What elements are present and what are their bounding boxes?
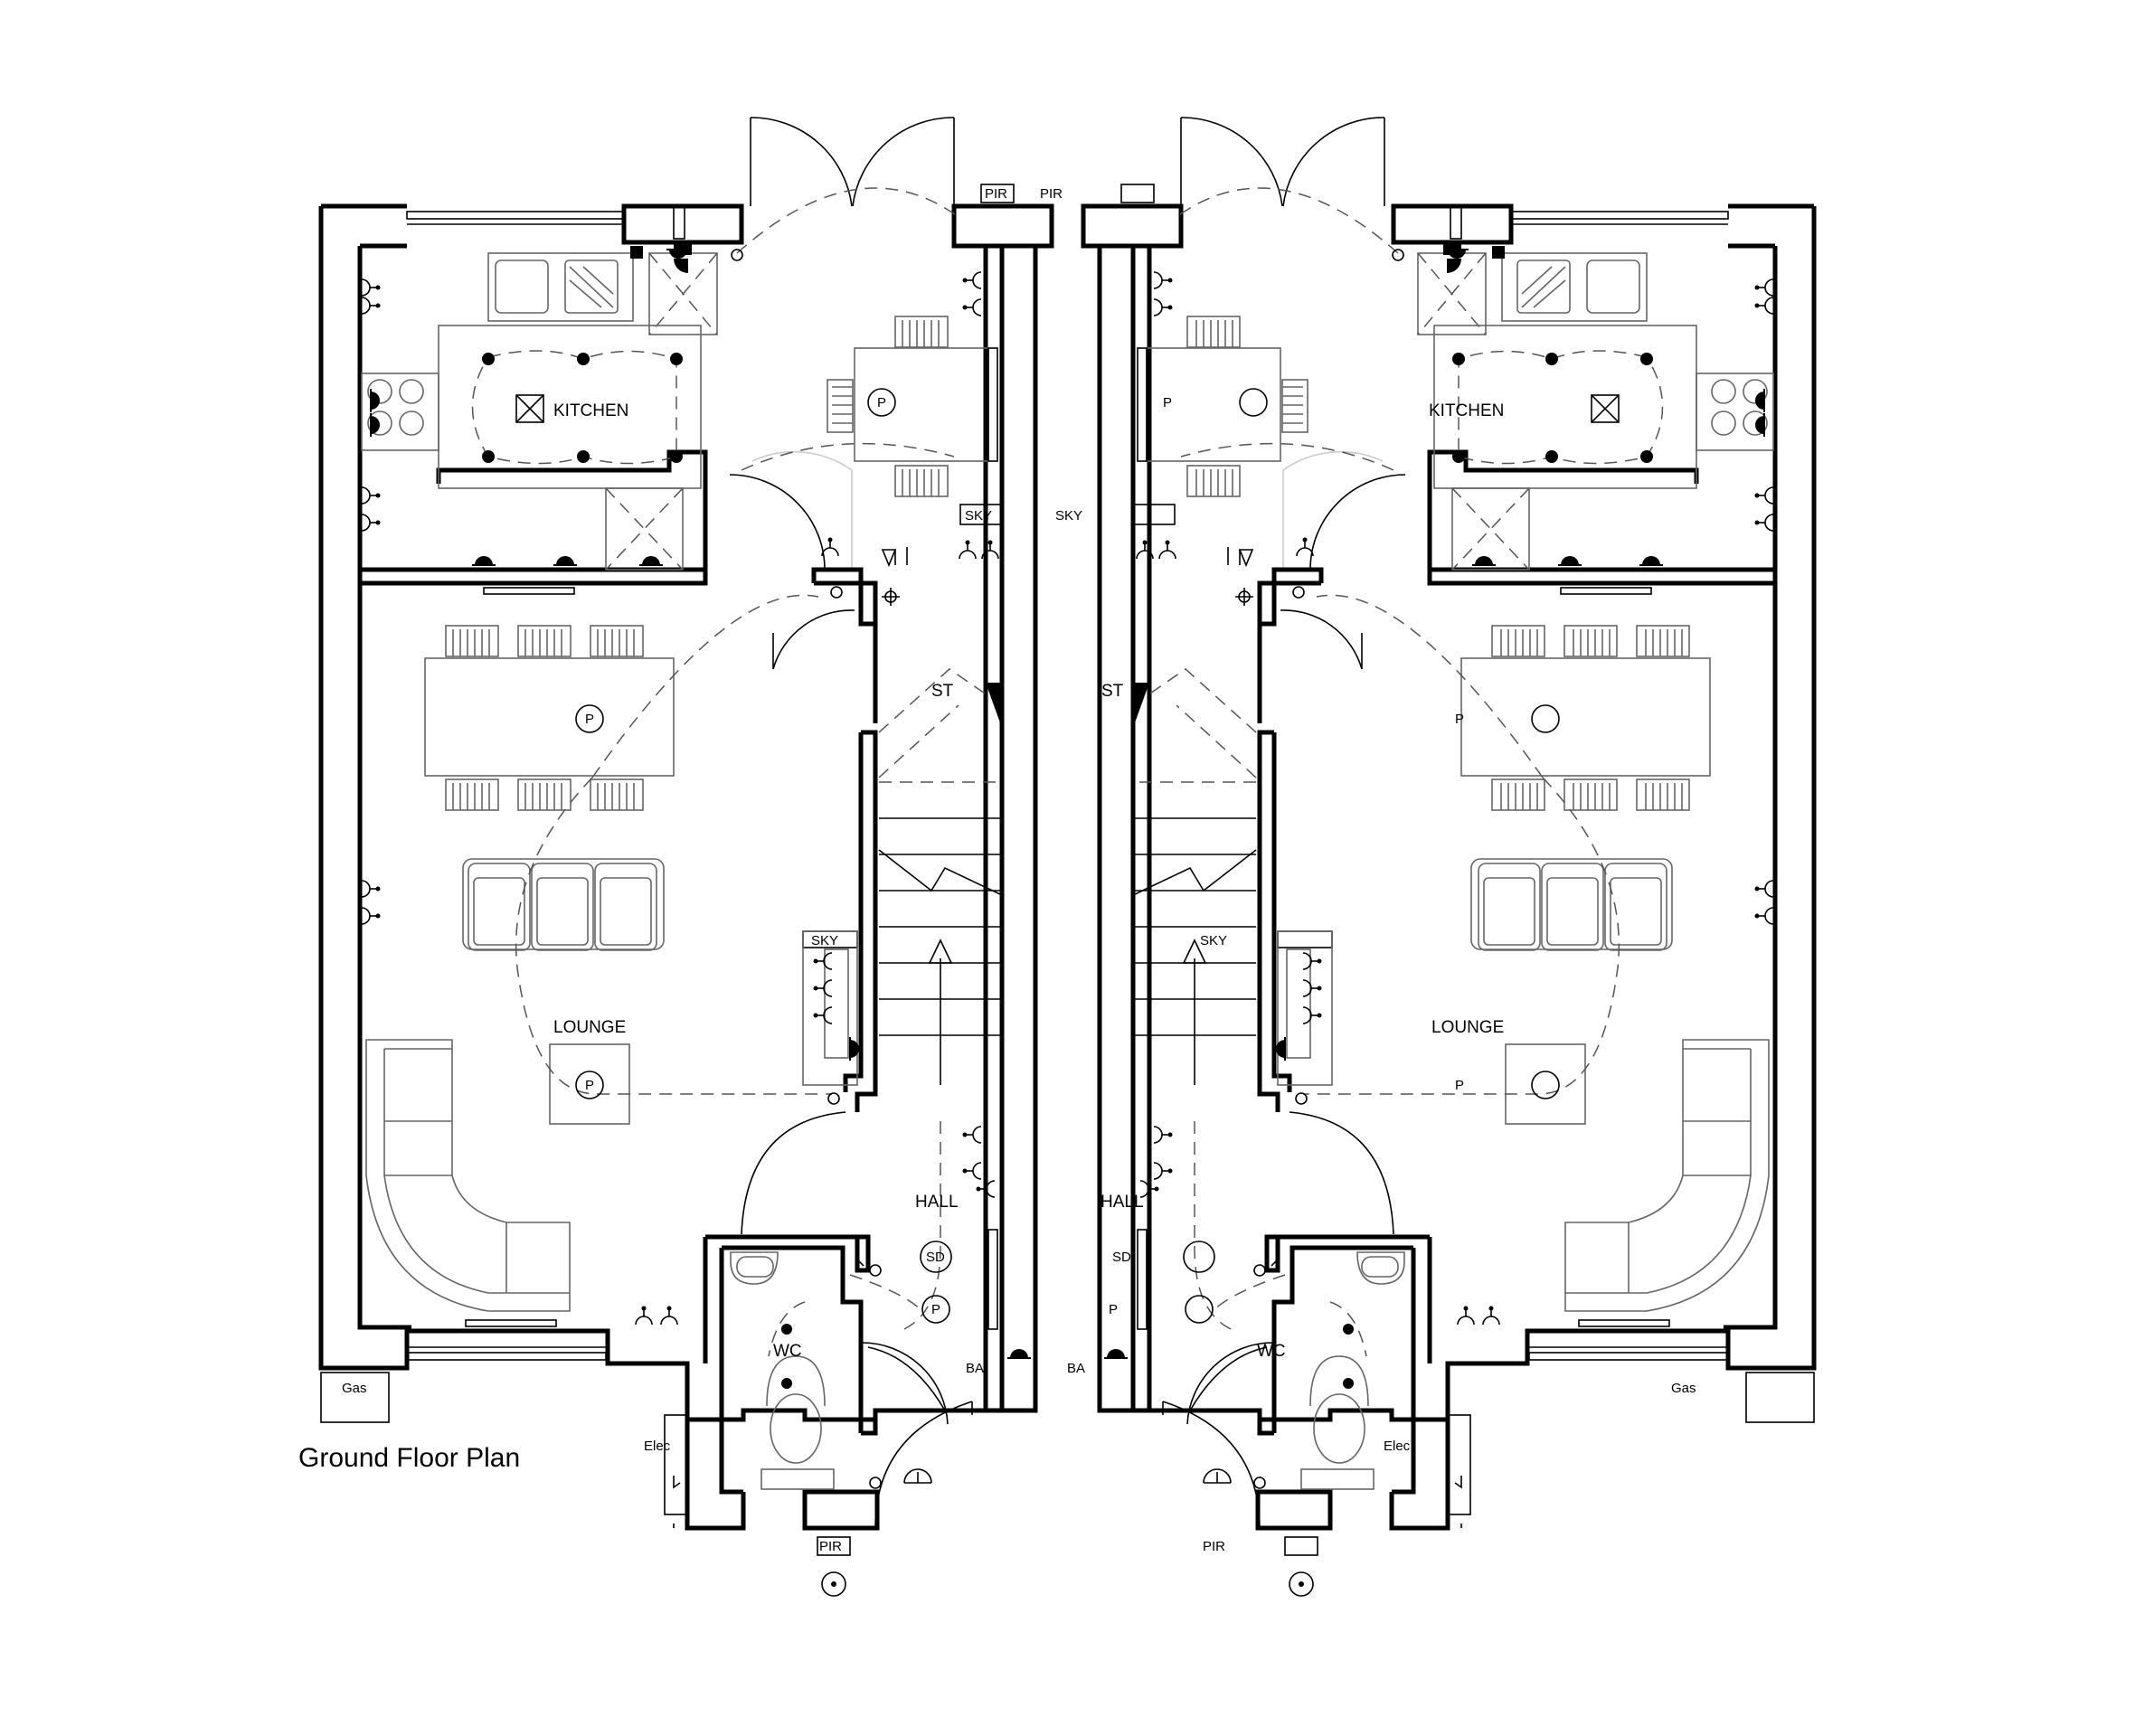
sky-label-right-stair: SKY [1200, 933, 1227, 948]
room-label-store-right: ST [1101, 682, 1124, 701]
room-label-hall-left: HALL [915, 1193, 959, 1212]
elec-label-right: Elec [1384, 1439, 1411, 1454]
pendant-label-right-hall: P [1109, 1302, 1118, 1317]
pendant-label-right-kitchen: P [1163, 395, 1172, 410]
sky-label-right-kitchen: SKY [1055, 508, 1082, 524]
room-label-kitchen-left: KITCHEN [553, 401, 628, 420]
pendant-label-left-hall: P [931, 1302, 940, 1317]
room-label-hall-right: HALL [1101, 1193, 1144, 1212]
pir-label-right-top: PIR [1040, 186, 1063, 202]
room-label-lounge-right: LOUNGE [1431, 1018, 1504, 1037]
elec-label-left: Elec [644, 1439, 671, 1454]
sd-label-left: SD [926, 1250, 945, 1265]
sd-label-right: SD [1112, 1250, 1131, 1265]
pir-label-left-front: PIR [819, 1539, 842, 1554]
sky-label-left-stair: SKY [811, 933, 838, 948]
pendant-label-right-lounge: P [1455, 1078, 1464, 1093]
ba-label-right: BA [1067, 1361, 1085, 1376]
drawing-title: Ground Floor Plan [298, 1443, 520, 1473]
pir-label-right-front: PIR [1203, 1539, 1225, 1554]
right-dwelling [1083, 118, 1814, 1596]
room-label-store-left: ST [931, 682, 954, 701]
left-dwelling [321, 118, 1052, 1596]
pir-label-left-top: PIR [985, 186, 1007, 202]
pendant-label-left-lounge: P [585, 1078, 594, 1093]
room-label-wc-left: WC [773, 1342, 802, 1361]
gas-label-left: Gas [342, 1381, 367, 1396]
gas-label-right: Gas [1671, 1381, 1696, 1396]
room-label-wc-right: WC [1257, 1342, 1286, 1361]
sky-label-left-kitchen: SKY [965, 508, 992, 524]
room-label-kitchen-right: KITCHEN [1429, 401, 1504, 420]
pendant-label-right-dining: P [1455, 712, 1464, 727]
ba-label-left: BA [966, 1361, 984, 1376]
room-label-lounge-left: LOUNGE [553, 1018, 626, 1037]
pendant-label-left-kitchen: P [877, 395, 886, 410]
pendant-label-left-dining: P [585, 712, 594, 727]
